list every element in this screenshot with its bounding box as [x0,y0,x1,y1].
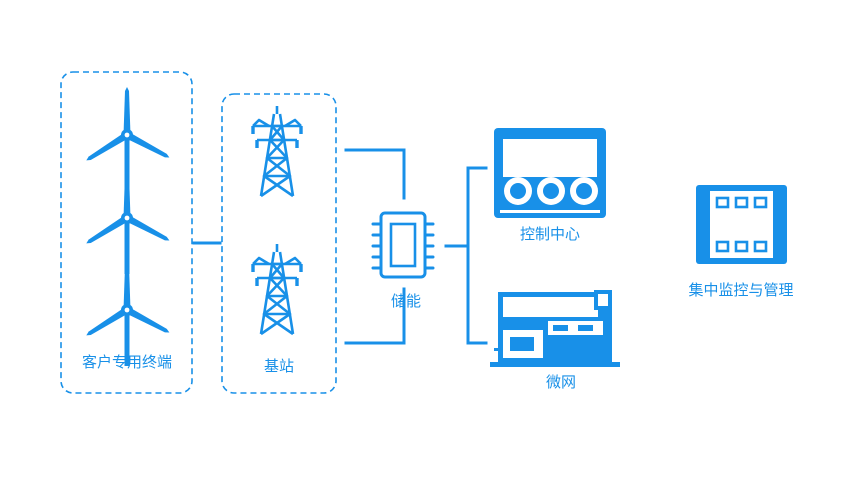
microgrid-label: 微网 [545,373,577,391]
monitor-wall-icon [494,128,606,218]
station-to-storage-lower-connector [344,287,406,345]
wind-turbine-icon [84,262,172,366]
factory-icon [490,290,620,367]
central-monitoring-label: 集中监控与管理 [688,281,794,299]
chip-icon [371,211,435,279]
wind-turbine-icon [84,170,172,274]
base-station-group-frame [221,93,337,394]
station-to-storage-upper-connector [344,148,406,200]
hub-branch-connector [466,166,488,345]
base-station-label: 基站 [263,357,295,375]
customer-terminal-label: 客户专用终端 [81,353,173,371]
control-center-label: 控制中心 [519,225,581,243]
transmission-tower-icon [251,242,303,336]
customer-terminal-group-frame [60,71,193,394]
transmission-tower-icon [251,104,303,198]
storage-label: 储能 [390,292,422,310]
control-panel-icon [696,185,787,264]
